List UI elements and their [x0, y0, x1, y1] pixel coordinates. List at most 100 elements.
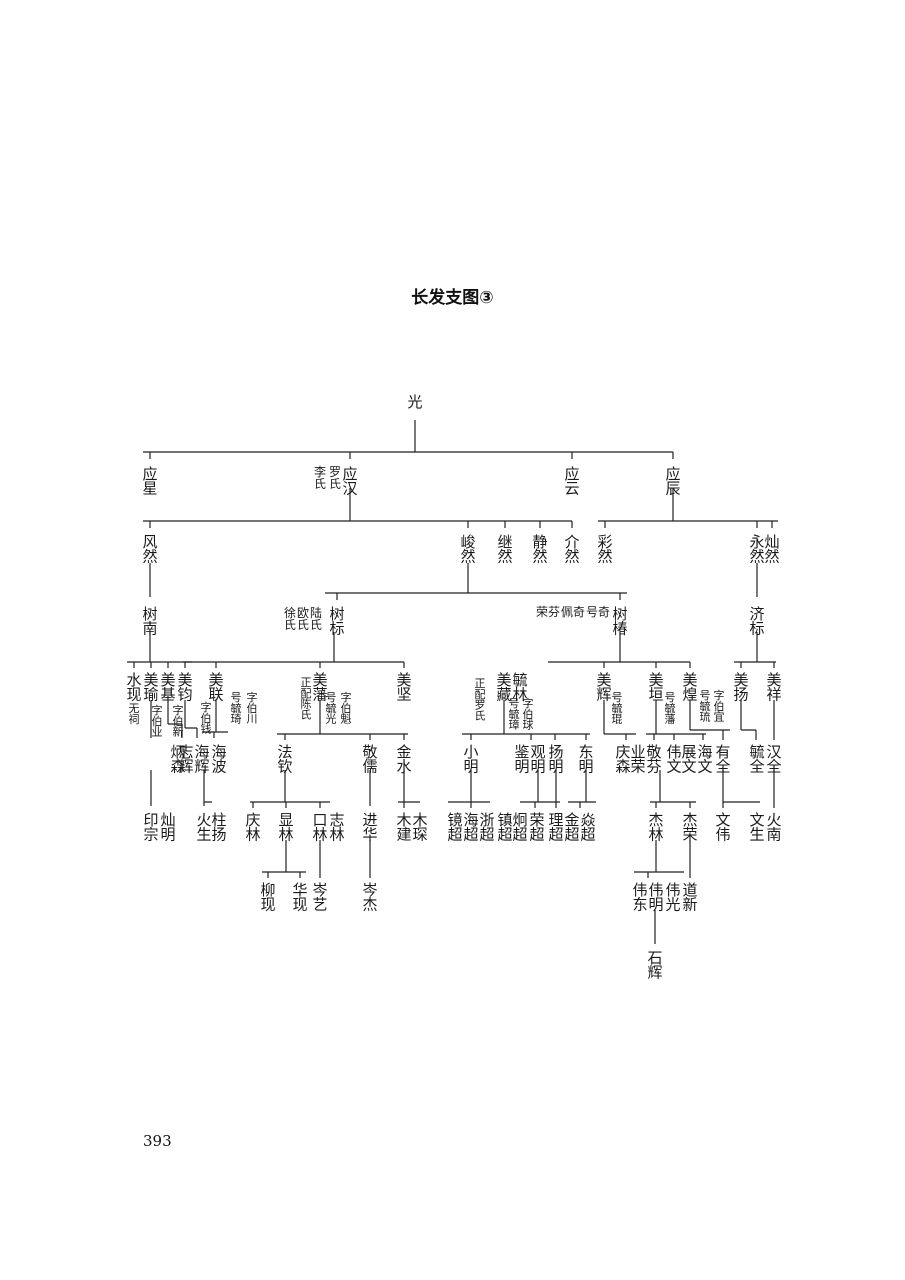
gen4-notes-label-2: 佩奇: [561, 605, 585, 619]
gen4-spouses-label-0: 徐氏: [284, 605, 296, 632]
gen5-notes-label-6: 正配陈氏: [301, 676, 312, 721]
gen6-label-0: 炳森: [170, 743, 185, 776]
gen6-label-15: 伟文: [666, 743, 681, 776]
gen7-label-12: 海超: [463, 811, 478, 844]
gen3-label-3: 静然: [532, 533, 547, 566]
gen2-label-2: 应云: [564, 465, 579, 498]
gen5-notes-label-7: 号毓光: [326, 691, 337, 726]
gen4-label-2: 树椿: [612, 605, 627, 638]
gen5-label-3: 美钧: [177, 671, 192, 704]
gen7-label-8: 进华: [362, 811, 377, 844]
gen3-label-4: 介然: [564, 533, 579, 566]
gen6-label-2: 海辉: [194, 743, 209, 776]
gen7-label-10: 木琛: [412, 811, 427, 844]
gen6-label-7: 小明: [463, 743, 478, 776]
gen5-label-4: 美联: [208, 671, 223, 704]
gen3-label-0: 风然: [142, 533, 157, 566]
gen6-label-12: 庆森: [615, 743, 630, 776]
gen7-label-7: 志林: [329, 811, 344, 844]
gen5-notes-label-11: 字伯球: [523, 696, 534, 732]
gen4-label-1: 树标: [329, 605, 344, 638]
gen5-label-0: 水现: [126, 671, 141, 704]
gen7-label-21: 杰荣: [682, 811, 697, 844]
gen3-label-1: 峻然: [460, 533, 475, 566]
gen6-label-9: 观明: [530, 743, 545, 776]
gen5-label-13: 美祥: [766, 671, 781, 704]
gen7-label-14: 镇超: [497, 811, 512, 844]
gen2-label-1: 应汉: [342, 465, 357, 498]
page-number: 393: [143, 1132, 172, 1150]
gen2-label-3: 应辰: [665, 465, 680, 498]
gen8-label-2: 岑艺: [312, 881, 327, 914]
gen8-label-6: 伟光: [665, 881, 680, 914]
gen5-notes-label-0: 无祠: [129, 702, 140, 726]
gen6-label-6: 金水: [396, 743, 411, 776]
root-label-0: 光: [407, 393, 422, 411]
gen7-label-2: 火生: [196, 811, 211, 844]
gen5-notes-label-9: 正配罗氏: [475, 677, 486, 722]
gen8-label-3: 岑杰: [362, 881, 377, 914]
gen4-spouses-label-1: 欧氏: [297, 606, 309, 632]
person-labels: 光应星应汉应云应辰李氏罗氏风然峻然继然静然介然彩然永然灿然树南树标树椿济标徐氏欧…: [126, 393, 781, 982]
gen6-label-5: 敬儒: [362, 743, 377, 776]
gen7-label-6: 口林: [312, 811, 327, 844]
gen7-label-16: 荣超: [529, 811, 544, 844]
gen3-label-5: 彩然: [597, 533, 612, 566]
connector-lines: [127, 420, 778, 944]
gen6-label-20: 汉全: [766, 743, 781, 776]
gen5-notes-label-12: 号毓琨: [612, 691, 623, 726]
gen8-label-4: 伟东: [632, 881, 647, 914]
gen5-notes-label-14: 号毓琉: [700, 689, 711, 724]
gen6-label-4: 法钦: [277, 743, 292, 776]
page-title: 长发支图③: [411, 288, 494, 308]
gen5-notes-label-2: 字伯新: [173, 703, 184, 739]
gen5-label-5: 美藩: [312, 671, 327, 704]
gen2-label-0: 应星: [142, 465, 157, 498]
gen3-label-7: 灿然: [764, 533, 779, 566]
gen6-label-19: 毓全: [749, 743, 764, 776]
gen7-label-22: 文伟: [715, 811, 730, 844]
gen6-label-17: 海文: [697, 743, 712, 776]
gen7-label-11: 镜超: [447, 811, 462, 844]
gen9-label-0: 石辉: [647, 949, 662, 982]
gen3-label-6: 永然: [749, 533, 764, 566]
gen6-label-16: 展文: [681, 743, 696, 776]
gen4-label-3: 济标: [749, 605, 764, 638]
gen8-label-7: 道新: [682, 881, 697, 914]
gen6-label-1: 志辉: [178, 743, 193, 776]
gen6-label-13: 业荣: [630, 743, 645, 776]
gen6-label-10: 扬明: [548, 743, 563, 776]
gen7-label-23: 文生: [749, 811, 764, 844]
gen2-spouses-label-1: 罗氏: [329, 465, 341, 491]
gen8-label-1: 华现: [292, 881, 307, 914]
gen6-label-8: 鉴明: [514, 743, 529, 776]
gen8-label-5: 伟明: [648, 881, 663, 914]
gen6-label-18: 有全: [715, 743, 730, 776]
gen7-label-5: 显林: [278, 811, 293, 844]
gen6-label-14: 敬芬: [646, 743, 661, 776]
gen7-label-0: 印宗: [143, 811, 158, 844]
gen7-label-17: 理超: [548, 811, 563, 844]
gen5-notes-label-13: 号毓藩: [665, 691, 676, 726]
gen7-label-3: 柱扬: [211, 811, 226, 844]
gen8-label-0: 柳现: [260, 881, 275, 914]
gen4-spouses-label-2: 陆氏: [310, 605, 322, 632]
gen5-label-6: 美坚: [396, 671, 411, 704]
gen4-notes-label-1: 荣芬: [536, 605, 560, 619]
gen5-label-12: 美扬: [733, 671, 748, 704]
gen7-label-15: 炯超: [512, 811, 527, 844]
gen3-label-2: 继然: [497, 533, 512, 566]
gen5-notes-label-10: 号毓璋: [509, 697, 520, 732]
gen7-label-24: 火南: [766, 811, 781, 844]
gen5-notes-label-15: 字伯宜: [714, 688, 725, 724]
gen5-label-1: 美瑜: [143, 671, 158, 704]
gen7-label-18: 金超: [564, 811, 579, 844]
gen7-label-13: 浙超: [479, 811, 494, 844]
gen5-notes-label-1: 字伯业: [152, 703, 163, 739]
gen6-label-11: 东明: [578, 743, 593, 776]
gen5-notes-label-5: 字伯川: [247, 690, 258, 726]
gen5-label-9: 美辉: [596, 671, 611, 704]
gen2-spouses-label-0: 李氏: [314, 464, 326, 491]
gen5-label-8: 毓林: [512, 671, 527, 704]
gen5-label-10: 美垣: [648, 671, 663, 704]
